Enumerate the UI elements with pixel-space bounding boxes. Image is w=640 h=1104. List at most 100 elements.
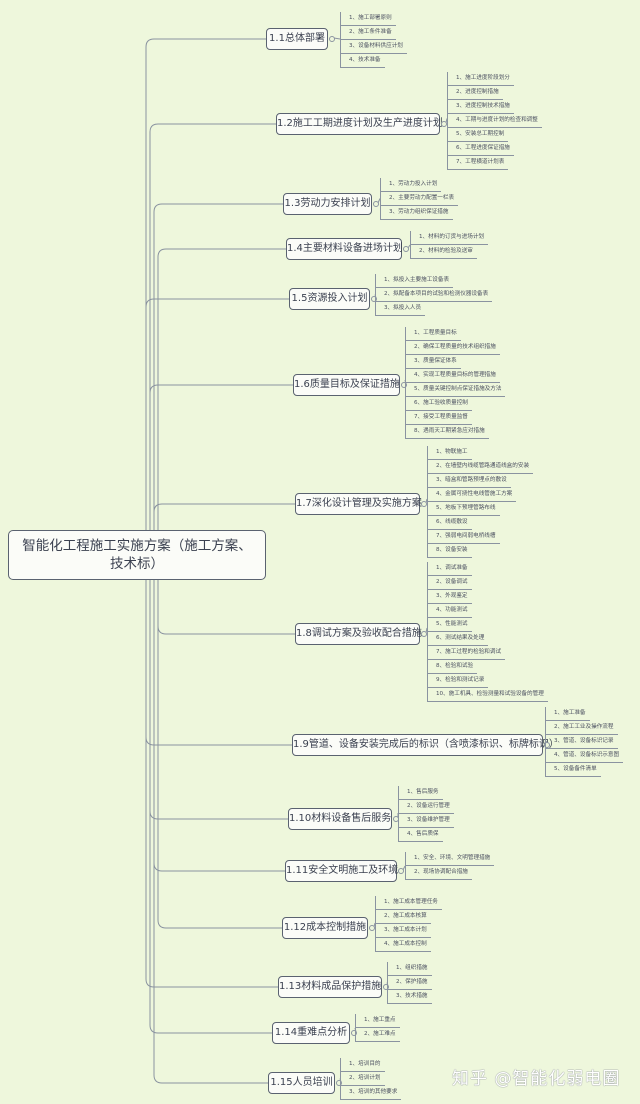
subtopic-item[interactable]: 4、技术准备 xyxy=(341,54,385,68)
subtopic-item[interactable]: 1、施工重点 xyxy=(356,1014,400,1028)
subtopic-item[interactable]: 7、工程横道计划表 xyxy=(448,156,509,170)
collapse-toggle-icon[interactable] xyxy=(544,742,550,748)
subtopic-item[interactable]: 3、外观鉴定 xyxy=(428,590,472,604)
collapse-toggle-icon[interactable] xyxy=(401,382,407,388)
subtopic-item[interactable]: 1、材料的订货与进场计划 xyxy=(411,231,489,245)
subtopic-item[interactable]: 6、线缆敷设 xyxy=(428,516,472,530)
subtopic-item[interactable]: 2、培训计划 xyxy=(341,1072,385,1086)
subtopic-item[interactable]: 1、工程质量目标 xyxy=(406,327,461,341)
subtopic-item[interactable]: 4、管道、设备标识示意图 xyxy=(546,749,624,763)
subtopic-item[interactable]: 7、接受工程质量监督 xyxy=(406,411,472,425)
branch-topic[interactable]: 1.3劳动力安排计划 xyxy=(283,193,372,215)
subtopic-item[interactable]: 10、施工机具、检验测量和试验设备的管理 xyxy=(428,688,548,702)
collapse-toggle-icon[interactable] xyxy=(421,501,427,507)
collapse-toggle-icon[interactable] xyxy=(369,925,375,931)
subtopic-item[interactable]: 8、设备安装 xyxy=(428,544,472,558)
subtopic-item[interactable]: 2、材料的检验及送审 xyxy=(411,245,477,259)
branch-topic[interactable]: 1.1总体部署 xyxy=(266,28,328,50)
subtopic-item[interactable]: 8、遇雨天工期紧急应对措施 xyxy=(406,425,489,439)
subtopic-item[interactable]: 2、设备运行管理 xyxy=(399,800,454,814)
subtopic-item[interactable]: 2、施工难点 xyxy=(356,1028,400,1042)
subtopic-item[interactable]: 4、施工成本控制 xyxy=(376,938,431,952)
subtopic-item[interactable]: 2、拟配备本项目的试验和检测仪器设备表 xyxy=(376,288,493,302)
branch-topic[interactable]: 1.8调试方案及验收配合措施 xyxy=(295,623,422,645)
subtopic-item[interactable]: 7、施工过程的检验和调试 xyxy=(428,646,506,660)
collapse-toggle-icon[interactable] xyxy=(383,984,389,990)
root-topic[interactable]: 智能化工程施工实施方案（施工方案、技术标） xyxy=(8,530,266,580)
subtopic-item[interactable]: 4、功能测试 xyxy=(428,604,472,618)
subtopic-item[interactable]: 3、设备材料供应计划 xyxy=(341,40,407,54)
subtopic-item[interactable]: 5、地板下预埋管路布线 xyxy=(428,502,500,516)
branch-topic[interactable]: 1.13材料成品保护措施 xyxy=(278,976,382,998)
subtopic-item[interactable]: 5、安装总工期控制 xyxy=(448,128,509,142)
subtopic-item[interactable]: 2、确保工程质量的技术组织措施 xyxy=(406,341,500,355)
branch-topic[interactable]: 1.5资源投入计划 xyxy=(289,288,370,310)
subtopic-item[interactable]: 3、暗盒和管路预埋点的敷设 xyxy=(428,474,511,488)
subtopic-item[interactable]: 3、质量保证体系 xyxy=(406,355,461,369)
subtopic-item[interactable]: 1、拟投入主要施工设备表 xyxy=(376,274,454,288)
subtopic-item[interactable]: 3、设备维护管理 xyxy=(399,814,454,828)
subtopic-item[interactable]: 1、物联施工 xyxy=(428,446,472,460)
subtopic-item[interactable]: 3、拟投入人员 xyxy=(376,302,426,316)
subtopic-item[interactable]: 2、现场协调配合措施 xyxy=(406,866,472,880)
branch-topic[interactable]: 1.15人员培训 xyxy=(268,1072,335,1094)
branch-topic[interactable]: 1.14重难点分析 xyxy=(272,1022,350,1044)
collapse-toggle-icon[interactable] xyxy=(421,631,427,637)
branch-topic[interactable]: 1.9管道、设备安装完成后的标识（含喷漆标识、标牌标识） xyxy=(292,734,559,756)
collapse-toggle-icon[interactable] xyxy=(441,121,447,127)
subtopic-item[interactable]: 1、组织措施 xyxy=(388,962,432,976)
subtopic-item[interactable]: 2、主要劳动力配置一栏表 xyxy=(381,192,459,206)
collapse-toggle-icon[interactable] xyxy=(403,246,409,252)
branch-topic[interactable]: 1.6质量目标及保证措施 xyxy=(293,374,400,396)
branch-topic[interactable]: 1.10材料设备售后服务 xyxy=(288,808,392,830)
collapse-toggle-icon[interactable] xyxy=(373,201,379,207)
subtopic-item[interactable]: 4、金属可挠性电线管施工方案 xyxy=(428,488,517,502)
subtopic-item[interactable]: 2、进度控制措施 xyxy=(448,86,503,100)
branch-topic[interactable]: 1.2施工工期进度计划及生产进度计划 xyxy=(276,113,443,135)
subtopic-item[interactable]: 5、设备备件清单 xyxy=(546,763,601,777)
collapse-toggle-icon[interactable] xyxy=(329,36,335,42)
branch-topic[interactable]: 1.4主要材料设备进场计划 xyxy=(286,238,403,260)
subtopic-item[interactable]: 3、管道、设备标识记录 xyxy=(546,735,618,749)
subtopic-item[interactable]: 6、工程进度保证措施 xyxy=(448,142,514,156)
subtopic-item[interactable]: 1、施工成本管理任务 xyxy=(376,896,442,910)
subtopic-item[interactable]: 1、施工进度阶段划分 xyxy=(448,72,514,86)
subtopic-item[interactable]: 6、测试结果及处理 xyxy=(428,632,489,646)
branch-topic[interactable]: 1.12成本控制措施 xyxy=(282,917,368,939)
subtopic-item[interactable]: 1、施工部署原则 xyxy=(341,12,396,26)
subtopic-item[interactable]: 2、施工条件准备 xyxy=(341,26,396,40)
subtopic-item[interactable]: 4、售后质保 xyxy=(399,828,443,842)
subtopic-item[interactable]: 2、施工工业及操作流程 xyxy=(546,721,618,735)
subtopic-item[interactable]: 4、实现工程质量目标的管理措施 xyxy=(406,369,500,383)
collapse-toggle-icon[interactable] xyxy=(371,296,377,302)
subtopic-item[interactable]: 3、进度控制技术措施 xyxy=(448,100,514,114)
subtopic-item[interactable]: 5、性能测试 xyxy=(428,618,472,632)
subtopic-item[interactable]: 3、施工成本计划 xyxy=(376,924,431,938)
subtopic-item[interactable]: 2、设备调试 xyxy=(428,576,472,590)
collapse-toggle-icon[interactable] xyxy=(336,1080,342,1086)
subtopic-item[interactable]: 3、技术措施 xyxy=(388,990,432,1004)
subtopic-item[interactable]: 3、劳动力组织保证措施 xyxy=(381,206,453,220)
subtopic-item[interactable]: 1、培训目的 xyxy=(341,1058,385,1072)
subtopic-item[interactable]: 3、培训的其他要求 xyxy=(341,1086,402,1100)
subtopic-item[interactable]: 8、检验和试验 xyxy=(428,660,478,674)
branch-topic[interactable]: 1.7深化设计管理及实施方案 xyxy=(295,493,422,515)
subtopic-item[interactable]: 9、检验和测试记录 xyxy=(428,674,489,688)
subtopic-item[interactable]: 7、强弱电间弱电桥线槽 xyxy=(428,530,500,544)
subtopic-item[interactable]: 1、售后服务 xyxy=(399,786,443,800)
subtopic-item[interactable]: 6、施工验收质量控制 xyxy=(406,397,472,411)
subtopic-item[interactable]: 1、安全、环境、文明管理措施 xyxy=(406,852,495,866)
subtopic-item[interactable]: 1、劳动力投入计划 xyxy=(381,178,442,192)
subtopic-item[interactable]: 2、保护措施 xyxy=(388,976,432,990)
subtopic-item[interactable]: 2、在墙壁内线缆管路通道线盒的安装 xyxy=(428,460,534,474)
branch-topic[interactable]: 1.11安全文明施工及环境 xyxy=(285,860,398,882)
subtopic-item[interactable]: 1、施工准备 xyxy=(546,707,590,721)
subtopic-item[interactable]: 5、质量关键控制点保证措施及方法 xyxy=(406,383,506,397)
collapse-toggle-icon[interactable] xyxy=(351,1030,357,1036)
branch-topic-label: 1.13材料成品保护措施 xyxy=(279,981,382,992)
subtopic-item[interactable]: 2、施工成本核算 xyxy=(376,910,431,924)
subtopic-item[interactable]: 1、调试准备 xyxy=(428,562,472,576)
subtopic-item[interactable]: 4、工期与进度计划的检查和调整 xyxy=(448,114,542,128)
collapse-toggle-icon[interactable] xyxy=(398,868,404,874)
